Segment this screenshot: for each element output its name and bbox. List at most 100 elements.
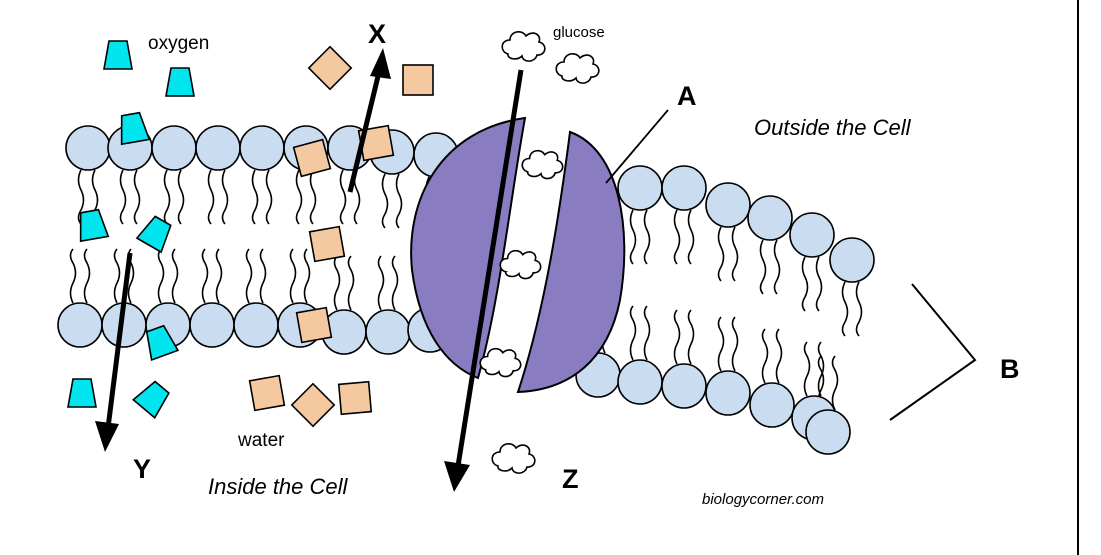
lipid-tail <box>295 169 303 225</box>
lipid-tail <box>855 281 863 337</box>
lipid-tail <box>687 209 695 265</box>
lipid-tail <box>177 169 185 225</box>
lipid-tail <box>163 169 171 225</box>
credit-label: biologycorner.com <box>702 491 824 508</box>
water-molecule <box>292 138 332 178</box>
oxygen-molecule <box>145 324 180 362</box>
lipid-tail <box>643 209 651 265</box>
lipid-tail <box>377 255 385 311</box>
label-x: X <box>368 19 386 49</box>
lipid-tail <box>339 169 347 225</box>
lipid-tail <box>759 239 767 295</box>
oxygen-molecule <box>103 40 133 70</box>
oxygen-molecule <box>132 380 170 419</box>
lipid-tail <box>69 248 77 304</box>
lipid-tail <box>201 248 209 304</box>
label-b: B <box>1000 354 1020 384</box>
arrow-x-shaft <box>347 67 383 193</box>
glucose-label: glucose <box>553 24 605 41</box>
phospholipid-head <box>617 165 663 211</box>
lipid-tail <box>773 239 781 295</box>
lipid-tail <box>841 281 849 337</box>
lipid-tail <box>259 248 267 304</box>
phospholipid-head <box>189 302 235 348</box>
phospholipid-head <box>661 363 707 409</box>
water-molecule <box>307 45 353 91</box>
lipid-tail <box>215 248 223 304</box>
lipid-tail <box>347 255 355 311</box>
lipid-tail <box>333 255 341 311</box>
water-molecule <box>248 374 286 412</box>
lipid-tail <box>717 226 725 282</box>
label-y: Y <box>133 454 151 484</box>
lipid-tail <box>629 209 637 265</box>
glucose-molecules <box>479 31 600 474</box>
phospholipid-head <box>233 302 279 348</box>
arrow-z-head <box>444 461 470 492</box>
lipid-tail <box>629 305 637 361</box>
lipid-tail <box>251 169 259 225</box>
lipid-tail <box>731 316 739 372</box>
lipid-tail <box>831 355 839 411</box>
water-molecule <box>402 64 434 96</box>
lipid-tail <box>77 169 85 225</box>
phospholipid-head <box>705 182 751 228</box>
water-molecules <box>248 45 434 428</box>
oxygen-molecule <box>120 111 151 146</box>
glucose-molecule <box>555 53 600 84</box>
lipid-tail <box>157 248 165 304</box>
lipid-tail <box>761 328 769 384</box>
oxygen-molecule <box>67 378 97 408</box>
lipid-tail <box>309 169 317 225</box>
phospholipid-head <box>239 125 285 171</box>
phospholipid-head <box>195 125 241 171</box>
lipid-tail <box>83 248 91 304</box>
label-a: A <box>677 81 697 111</box>
lipid-tail <box>817 341 825 397</box>
oxygen-molecule <box>79 208 110 243</box>
lipid-tail <box>775 328 783 384</box>
label-b-bracket <box>889 283 977 421</box>
lipid-tail <box>265 169 273 225</box>
lipid-tail <box>395 173 403 229</box>
lipid-tail <box>303 248 311 304</box>
lipid-tail <box>717 316 725 372</box>
lipid-tail <box>643 305 651 361</box>
phospholipid-head <box>749 382 795 428</box>
channel-protein <box>410 116 626 394</box>
inside-cell-label: Inside the Cell <box>208 474 349 499</box>
arrow-y-head <box>95 421 119 452</box>
glucose-molecule <box>501 31 546 62</box>
glucose-molecule <box>479 347 522 378</box>
channel-protein-left-half <box>410 116 527 380</box>
lipid-tail <box>815 256 823 312</box>
phospholipid-head <box>151 125 197 171</box>
arrow-z-shaft <box>455 69 524 467</box>
lipid-tail <box>133 169 141 225</box>
label-a-pointer <box>605 109 669 184</box>
water-molecule <box>337 380 373 416</box>
lipid-tail <box>207 169 215 225</box>
water-molecule <box>295 306 333 344</box>
water-molecule <box>308 225 346 263</box>
lipid-tail <box>119 169 127 225</box>
oxygen-label: oxygen <box>148 33 209 54</box>
lipid-tail <box>673 309 681 365</box>
water-label: water <box>237 430 285 451</box>
label-z: Z <box>562 464 579 494</box>
phospholipid-head <box>829 237 875 283</box>
lipid-tail <box>731 226 739 282</box>
lipid-tail <box>245 248 253 304</box>
lipid-tail <box>289 248 297 304</box>
phospholipid-head <box>705 370 751 416</box>
phospholipid-head <box>747 195 793 241</box>
lipid-tail <box>673 209 681 265</box>
lipid-tail <box>171 248 179 304</box>
lipid-tail <box>803 341 811 397</box>
channel-protein-right-half <box>516 130 626 394</box>
phospholipid-head <box>65 125 111 171</box>
oxygen-molecules <box>67 40 195 419</box>
phospholipid-head <box>365 309 411 355</box>
